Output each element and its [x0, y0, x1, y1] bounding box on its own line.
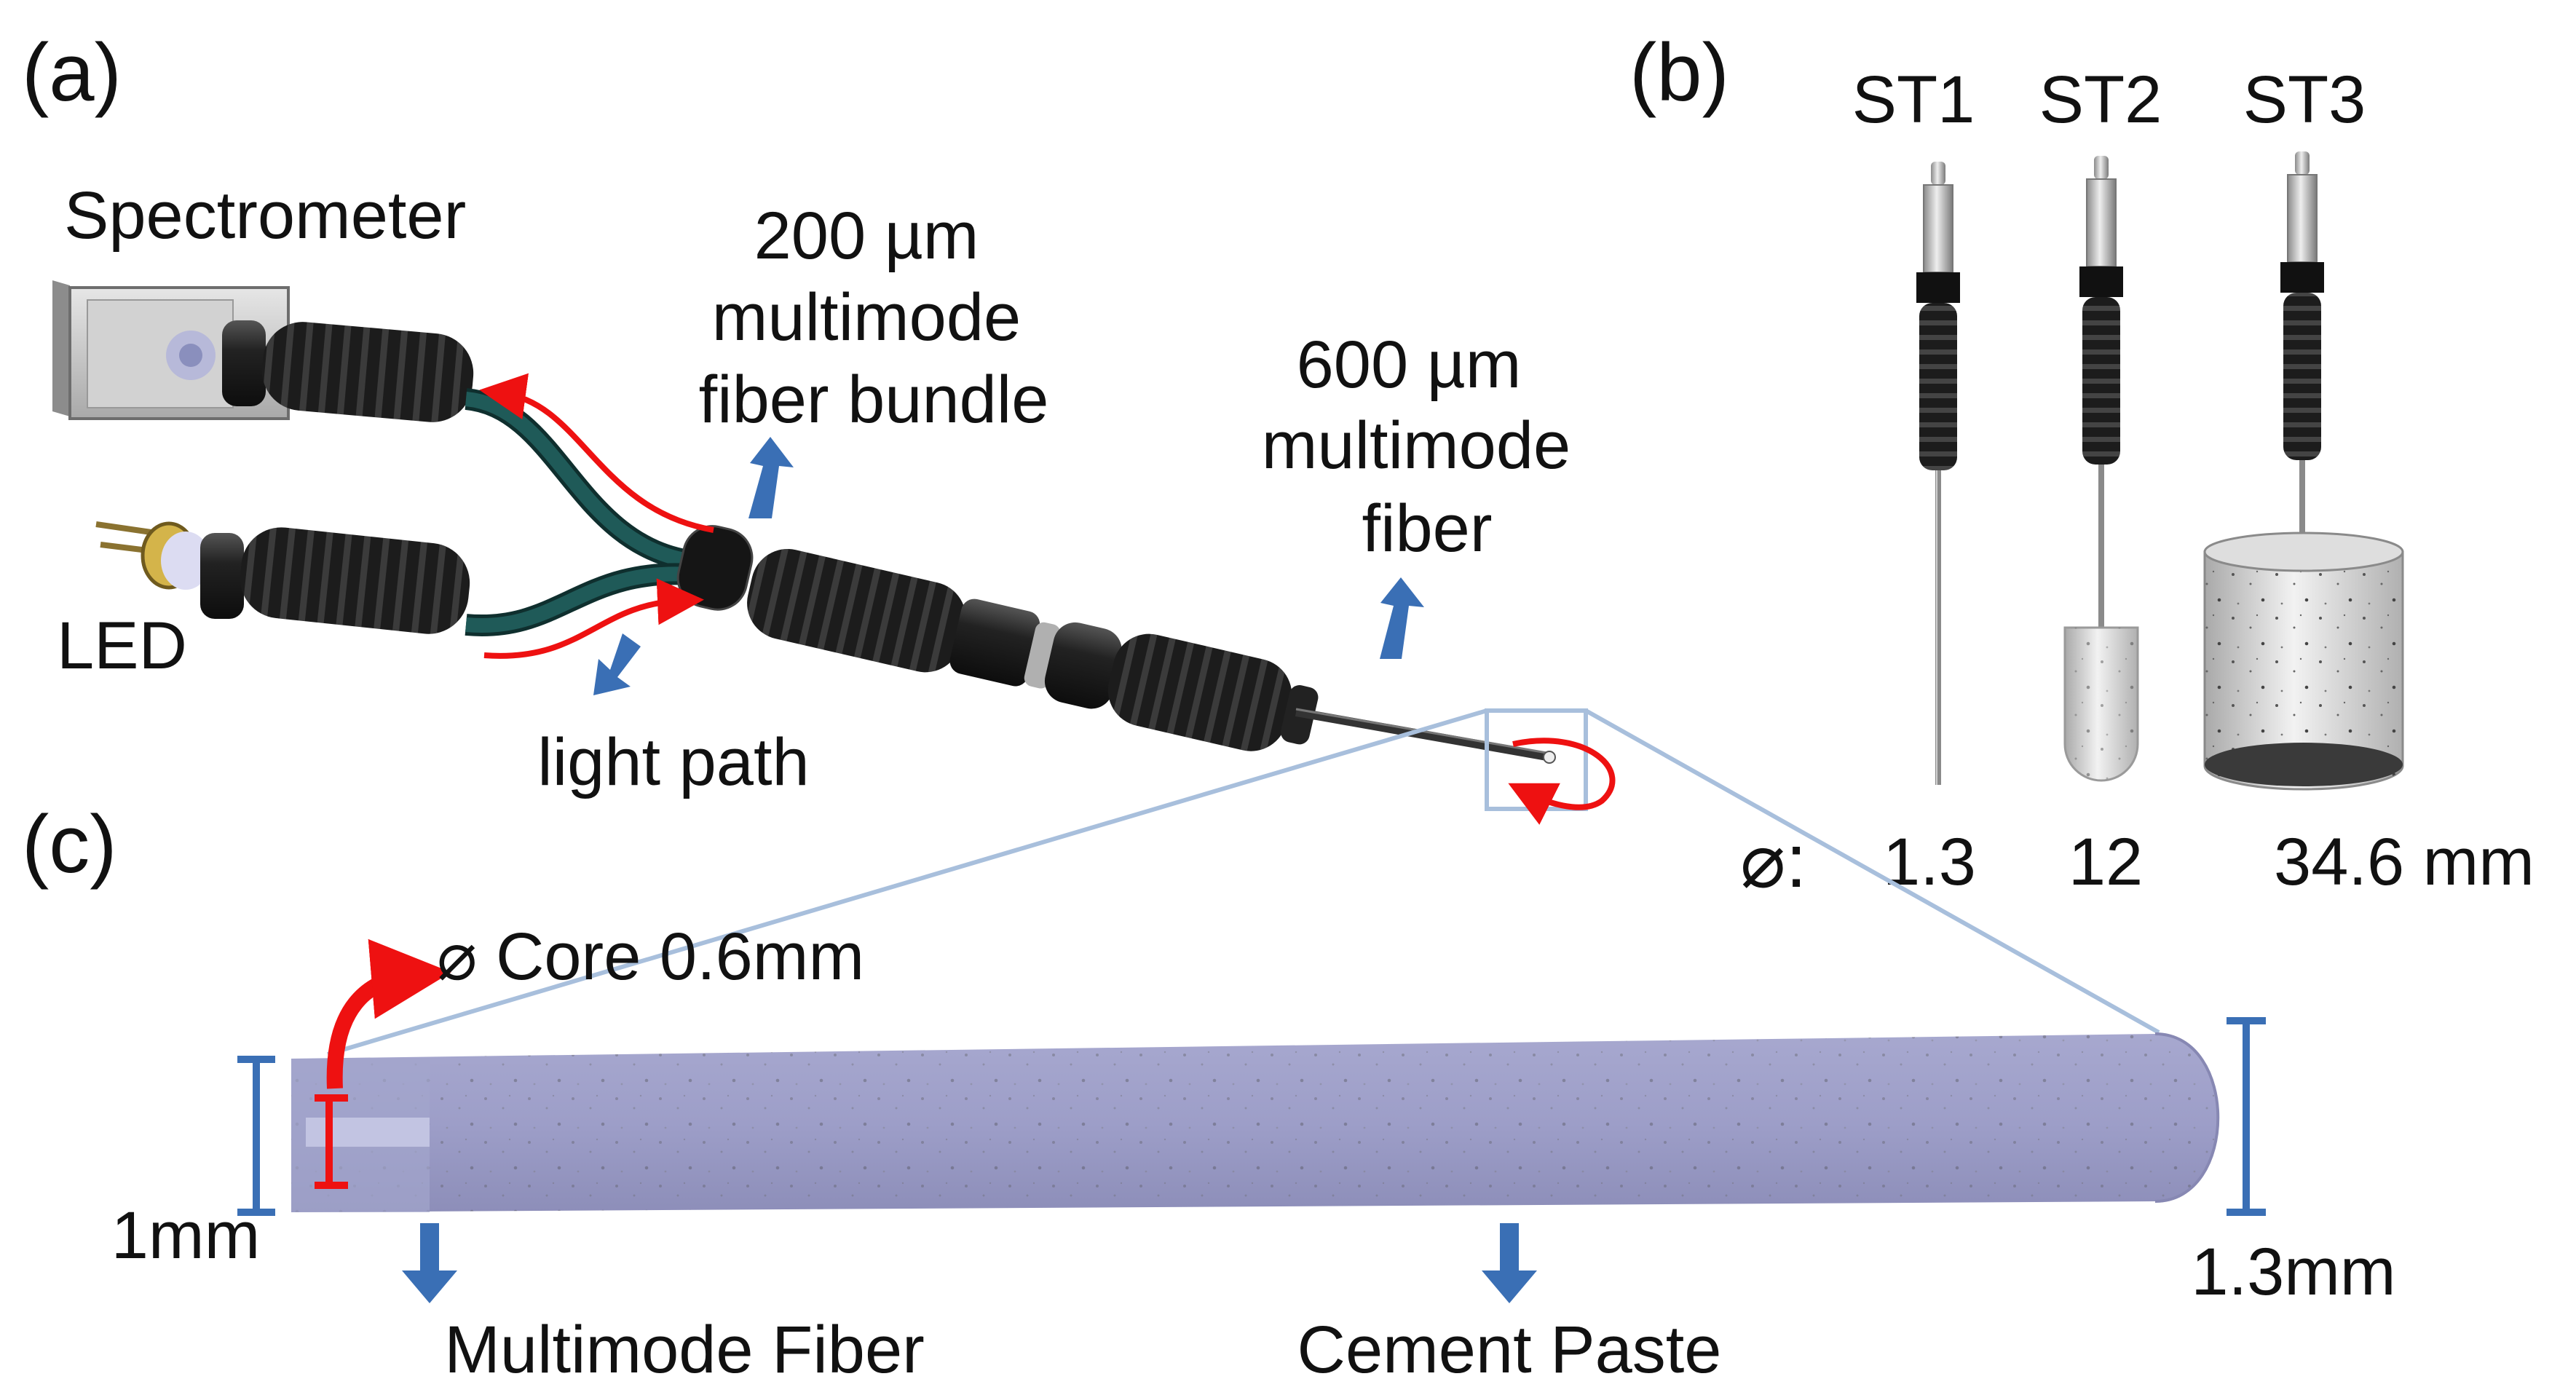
light-path-label: light path	[537, 725, 809, 799]
light-path-arrows	[479, 373, 1616, 825]
spectrometer-label: Spectrometer	[64, 178, 466, 253]
probe-st1	[1916, 162, 1960, 785]
right-dimension-bar	[2227, 1017, 2266, 1216]
right-dimension-label: 1.3mm	[2191, 1235, 2395, 1309]
probe-fiber	[1295, 708, 1552, 762]
detail-pointer-arrows	[402, 1223, 1537, 1303]
left-dimension-label: 1mm	[111, 1198, 260, 1273]
diameter-st3: 34.6 mm	[2274, 825, 2534, 899]
fiber600-label-line3: fiber	[1362, 491, 1493, 566]
cement-paste-label: Cement Paste	[1297, 1313, 1722, 1387]
spectrometer-connector	[222, 320, 474, 422]
multimode-fiber-label: Multimode Fiber	[444, 1313, 925, 1387]
bundle-label-line3: fiber bundle	[699, 363, 1049, 437]
left-dimension-bar	[237, 1056, 275, 1216]
bundle-label-line1: 200 µm	[754, 199, 979, 273]
probe-name-st2: ST2	[2039, 63, 2162, 137]
panel-b-label: (b)	[1629, 27, 1729, 118]
panel-c-label: (c)	[22, 799, 117, 890]
diameter-st1: 1.3	[1883, 825, 1976, 899]
probe-name-st1: ST1	[1852, 63, 1975, 137]
bundle-label-line2: multimode	[712, 280, 1021, 355]
label-pointer-arrows	[593, 437, 1424, 695]
panel-a-label: (a)	[22, 27, 122, 118]
zoom-projection-lines	[327, 708, 2160, 1056]
probe-name-st3: ST3	[2243, 63, 2366, 137]
fiber600-label-line1: 600 µm	[1297, 328, 1522, 402]
fiber600-label-line2: multimode	[1262, 408, 1571, 483]
led-device	[95, 521, 210, 590]
diameter-symbol: ⌀:	[1740, 819, 1807, 904]
core-dimension	[315, 938, 451, 1189]
diameter-st2: 12	[2069, 825, 2143, 899]
led-connector	[200, 527, 470, 634]
probe-st2	[2063, 156, 2139, 782]
core-diameter-label: ⌀ Core 0.6mm	[437, 920, 864, 994]
probe-tip-closeup	[291, 1032, 2220, 1212]
probe-st3	[2203, 151, 2404, 791]
led-label: LED	[57, 609, 187, 683]
